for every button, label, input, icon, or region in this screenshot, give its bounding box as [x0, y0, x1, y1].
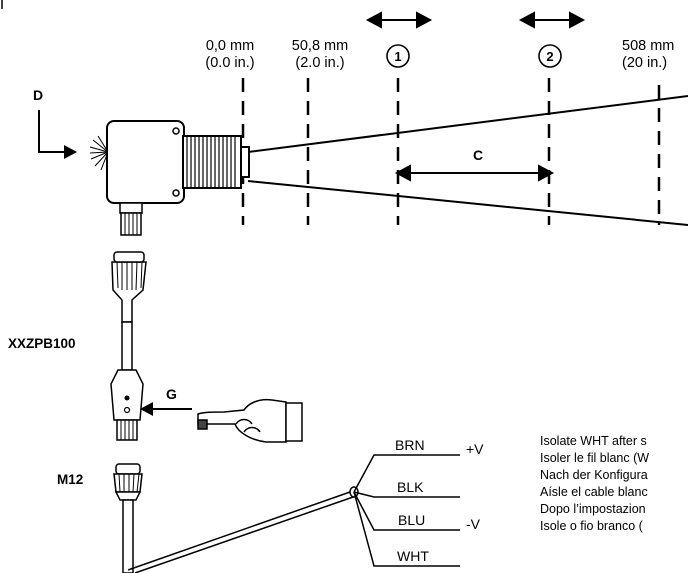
- pigtail-cable: [121, 321, 133, 371]
- g-label: G: [166, 386, 177, 402]
- indicator-burst: [89, 135, 109, 171]
- note-line-4: Aísle el cable blanc: [540, 485, 648, 499]
- sensor-connector-collar: [119, 202, 143, 214]
- m12-grip-lines: [118, 473, 140, 493]
- connector-label: M12: [57, 472, 83, 487]
- m12-neck: [114, 491, 142, 501]
- c-dimension-right-head: [538, 164, 555, 182]
- note-line-5: Dopo l’impostazion: [540, 502, 646, 516]
- note-line-1: Isolate WHT after s: [540, 434, 647, 448]
- pigtail-female-grip-lines: [116, 261, 143, 291]
- marker-2-circle: [538, 44, 562, 68]
- note-line-2: Isoler le fil blanc (W: [540, 451, 650, 465]
- teach-module-button: [123, 406, 131, 414]
- d-arrow-head: [64, 145, 77, 159]
- teach-module-body: [110, 369, 144, 421]
- housing-screw-bottom: [172, 189, 180, 197]
- d-arrow-line: [38, 110, 66, 153]
- m12-collar: [115, 463, 141, 475]
- adjust-arrow-2-right-head: [569, 11, 586, 29]
- marker-1-label: 1: [394, 49, 401, 64]
- wire-signal-blu: -V: [466, 516, 481, 532]
- sensor-connector-thread: [120, 212, 142, 236]
- wire-blu: [353, 491, 460, 531]
- main-cable-diagonal-a: [127, 491, 351, 571]
- wire-color-brn: BRN: [395, 437, 425, 453]
- wire-color-wht: WHT: [397, 548, 429, 564]
- wire-color-blu: BLU: [398, 512, 425, 528]
- pigtail-male-thread-lines: [120, 420, 134, 440]
- wire-signal-brn: +V: [466, 441, 484, 457]
- position-label-1-imperial: (2.0 in.): [295, 55, 344, 71]
- lens-barrel: [182, 135, 242, 189]
- sensor-housing: [106, 120, 185, 204]
- wire-brn: [353, 454, 460, 493]
- sensor-connector-thread-lines: [124, 213, 138, 235]
- cable-label: XXZPB100: [8, 336, 76, 351]
- adjust-arrow-1-right-head: [416, 11, 433, 29]
- marker-1-circle: [386, 44, 410, 68]
- marker-2-label: 2: [546, 49, 553, 64]
- pigtail-female-collar: [113, 251, 145, 263]
- lens-barrel-threads: [186, 136, 236, 188]
- beam-lower-edge: [247, 180, 688, 226]
- pigtail-male-thread: [116, 419, 138, 441]
- position-label-0-imperial: (0.0 in.): [205, 55, 254, 71]
- main-cable-diagonal-b: [134, 495, 357, 573]
- g-arrow-head: [140, 402, 153, 416]
- note-line-6: Isole o fio branco (: [540, 519, 643, 533]
- adjust-arrow-2-left-head: [518, 11, 535, 29]
- c-dimension-left-head: [394, 164, 411, 182]
- wire-blk: [353, 491, 460, 498]
- note-line-3: Nach der Konfigura: [540, 468, 648, 482]
- wire-wht: [353, 491, 460, 567]
- teach-module-led: [124, 395, 130, 401]
- lens-face: [240, 146, 250, 178]
- housing-screw-top: [172, 127, 180, 135]
- position-label-2-imperial: (20 in.): [622, 55, 667, 71]
- position-label-0-metric: 0,0 mm: [206, 38, 254, 54]
- c-label: C: [473, 147, 483, 163]
- beam-upper-edge: [247, 95, 688, 153]
- pointing-hand-icon: [197, 398, 303, 443]
- wire-color-blk: BLK: [397, 479, 424, 495]
- position-label-2-metric: 508 mm: [622, 38, 674, 54]
- adjust-arrow-1-left-head: [365, 11, 382, 29]
- position-label-1-metric: 50,8 mm: [292, 38, 348, 54]
- m12-cable: [122, 499, 134, 573]
- d-label: D: [33, 87, 43, 103]
